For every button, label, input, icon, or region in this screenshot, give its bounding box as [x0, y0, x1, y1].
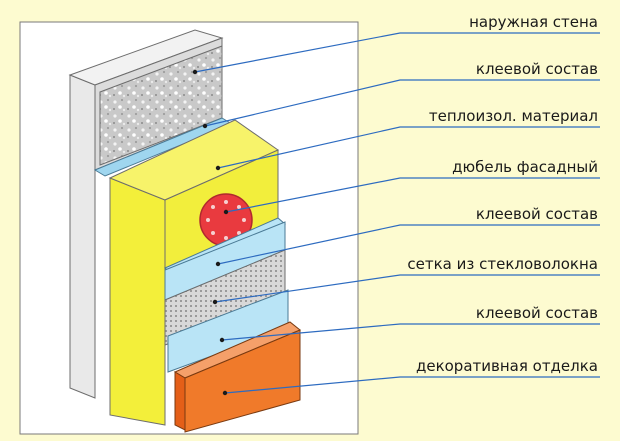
- label-facade-dowel: дюбель фасадный: [452, 158, 598, 176]
- label-outer-wall: наружная стена: [469, 13, 598, 31]
- label-fiberglass-mesh: сетка из стекловолокна: [407, 255, 598, 273]
- leader-line-adhesive-1: [204, 79, 600, 127]
- labels: наружная стена клеевой состав теплоизол.…: [407, 13, 598, 375]
- leader-line-adhesive-3: [221, 323, 600, 341]
- insulation-front: [109, 177, 166, 426]
- label-insulation: теплоизол. материал: [429, 107, 598, 125]
- leader-line-insulation: [217, 126, 600, 169]
- label-adhesive-3: клеевой состав: [476, 304, 598, 322]
- leader-line-outer-wall: [194, 32, 600, 73]
- label-decorative-finish: декоративная отделка: [416, 357, 598, 375]
- leader-line-facade-dowel: [225, 177, 600, 213]
- leader-lines: [194, 32, 600, 394]
- label-adhesive-1: клеевой состав: [476, 60, 598, 78]
- dowel-holes: [206, 200, 246, 240]
- outer-wall-front: [69, 74, 96, 399]
- decorative-finish-side: [184, 329, 301, 433]
- label-adhesive-2: клеевой состав: [476, 205, 598, 223]
- decorative-finish-front: [174, 371, 186, 431]
- leader-dots: [192, 69, 229, 396]
- leader-line-fiberglass-mesh: [214, 274, 600, 303]
- leader-line-adhesive-2: [217, 224, 600, 265]
- leader-line-decorative-finish: [224, 376, 600, 394]
